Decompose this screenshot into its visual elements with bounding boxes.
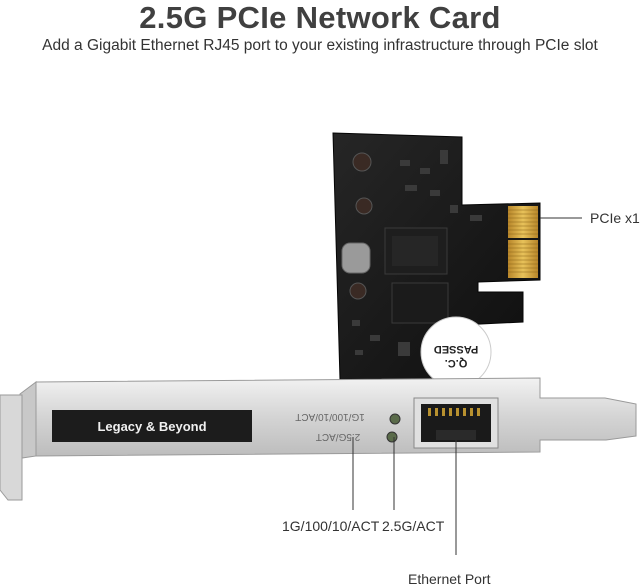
- gold-fingers: [508, 206, 538, 278]
- bracket-led2-label: 2.5G/ACT: [316, 431, 360, 442]
- pcb-board: Q.C. PASSED: [332, 132, 541, 388]
- callout-led-1g: 1G/100/10/ACT: [282, 518, 380, 534]
- led-25g: [386, 431, 398, 443]
- callout-lines: [352, 217, 582, 555]
- page-subtitle: Add a Gigabit Ethernet RJ45 port to your…: [42, 37, 598, 54]
- led-1g: [389, 413, 401, 425]
- bracket-led1-label: 1G/100/10/ACT: [295, 411, 364, 422]
- qc-sticker-line2: PASSED: [434, 343, 478, 355]
- brand-plate-text: Legacy & Beyond: [97, 419, 206, 434]
- metal-bracket: Legacy & Beyond 1G/100/10/ACT 2.5G/ACT: [0, 377, 637, 501]
- callout-pcie: PCIe x1: [590, 210, 640, 226]
- callout-led-25g: 2.5G/ACT: [382, 518, 445, 534]
- rj45-port: [413, 397, 499, 449]
- qc-sticker-line1: Q.C.: [445, 357, 468, 369]
- page-title: 2.5G PCIe Network Card: [139, 0, 501, 35]
- callout-ethernet-port: Ethernet Port: [408, 571, 491, 587]
